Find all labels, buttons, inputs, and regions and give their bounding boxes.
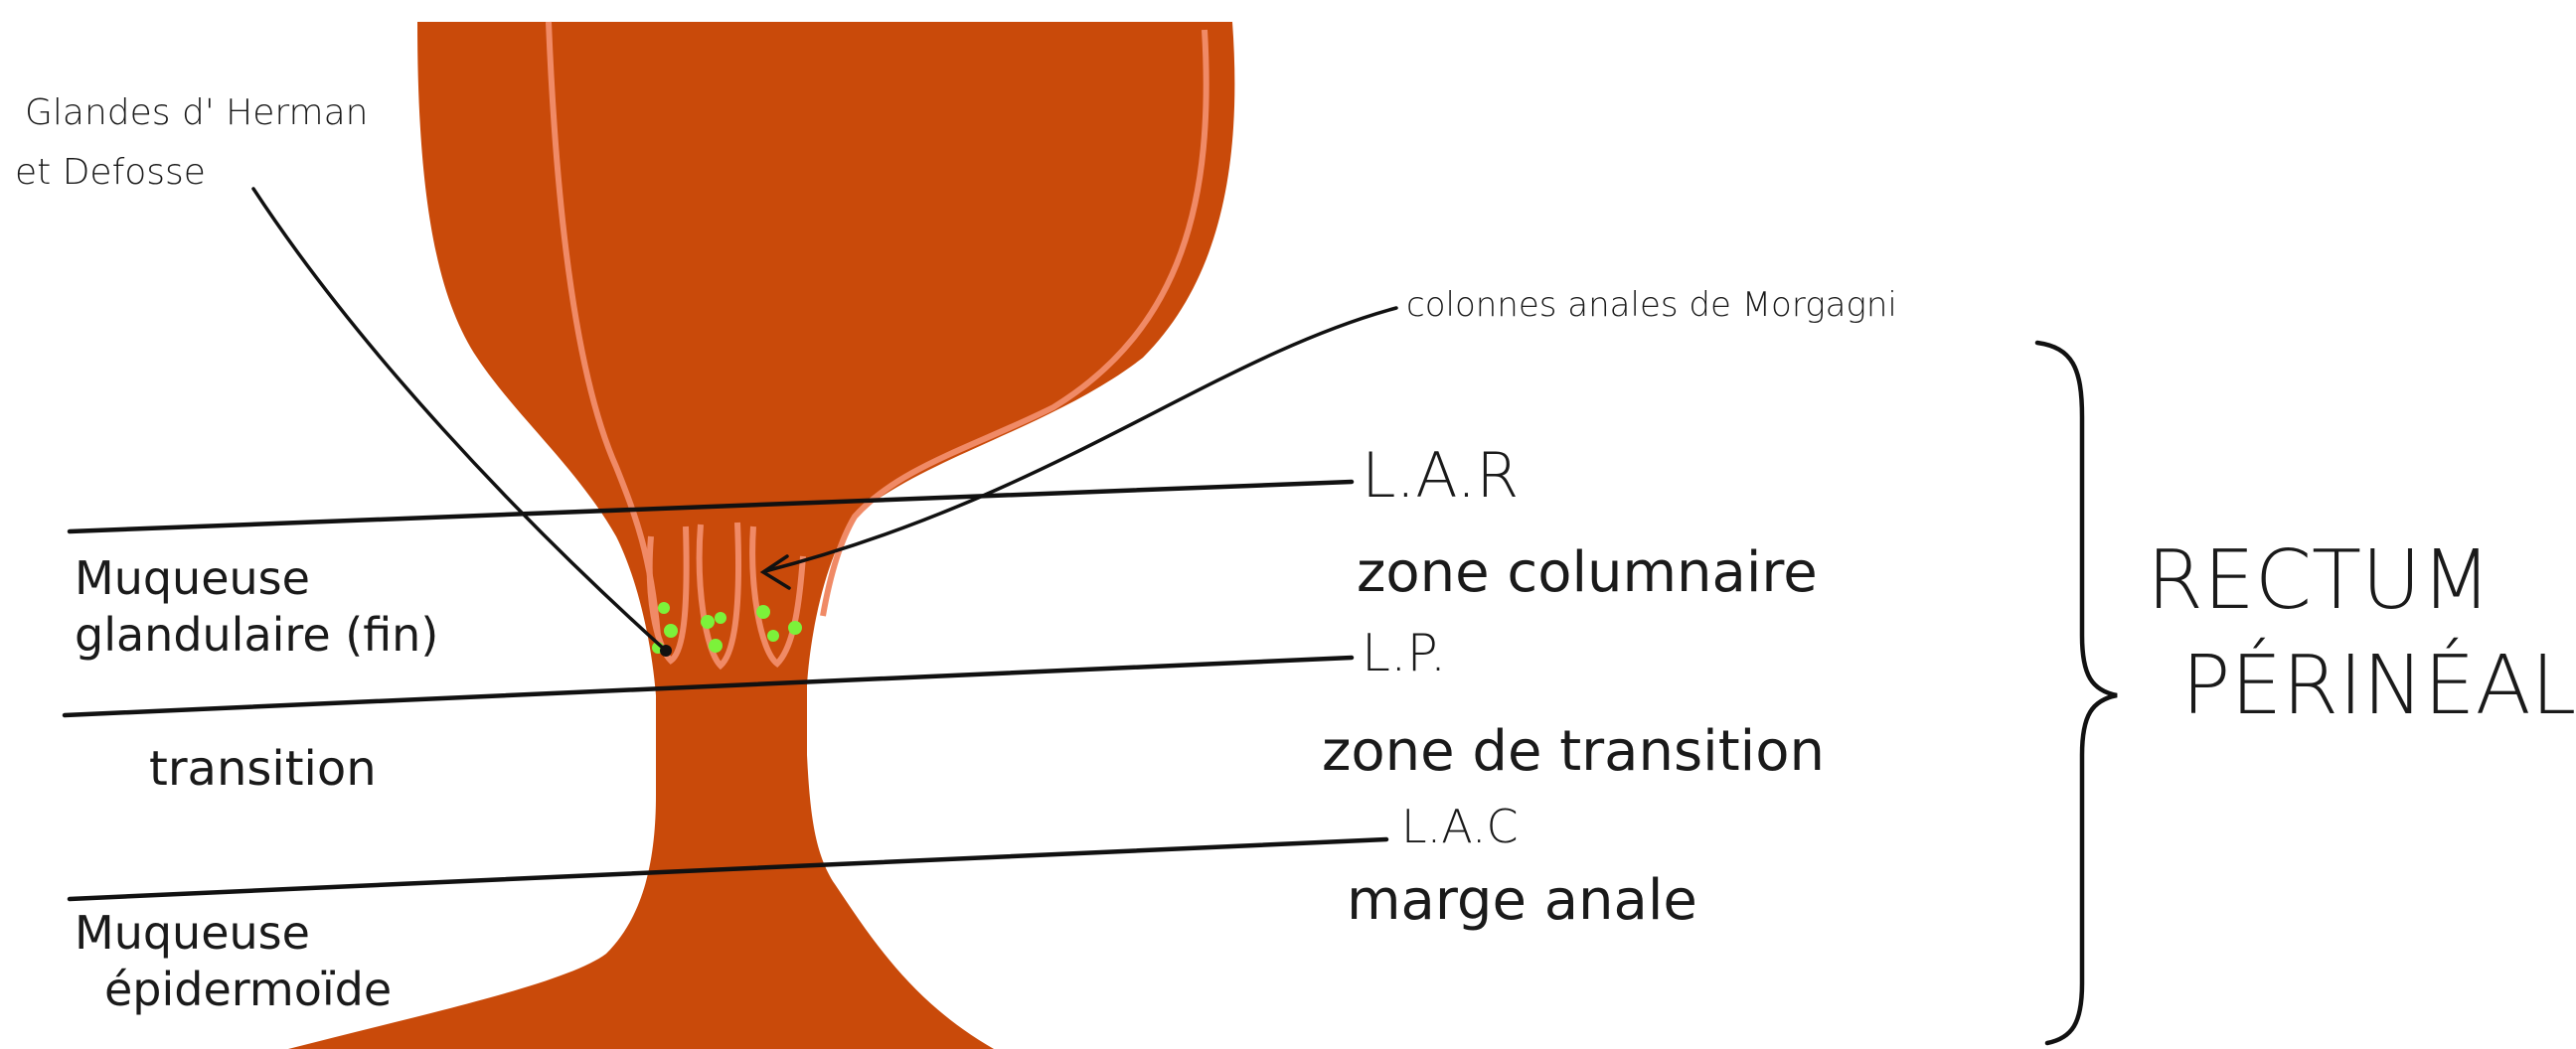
gland-dot (788, 621, 802, 635)
marge-label: marge anale (1347, 868, 1697, 933)
rectum-label-line2: PÉRINÉAL (2181, 638, 2576, 733)
mucosa-epidermoid-label-line1: Muqueuse (75, 906, 310, 960)
rectum-anal-canal-shape (288, 22, 1234, 1049)
rectum-label-line1: RECTUM (2147, 533, 2492, 628)
gland-dot (709, 639, 723, 653)
lar-label: L.A.R (1362, 439, 1519, 512)
gland-dot (715, 612, 726, 624)
columns-label: colonnes anales de Morgagni (1406, 285, 1897, 325)
gland-dot (701, 615, 715, 629)
mucosa-epidermoid-label-line2: épidermoïde (104, 963, 392, 1016)
glands-label-line2: et Defosse (15, 152, 206, 193)
mucosa-glandular-label-line2: glandulaire (fin) (75, 608, 438, 662)
lp-label: L.P. (1362, 624, 1446, 683)
glands-pointer-dot (660, 645, 672, 657)
gland-dot (756, 605, 770, 619)
glands-label-line1: Glandes d' Herman (25, 92, 369, 133)
transition-label: transition (149, 741, 377, 797)
zone-transition-label: zone de transition (1322, 719, 1825, 784)
gland-dot (767, 630, 779, 642)
rectum-brace (2037, 343, 2117, 1043)
zone-columnar-label: zone columnaire (1357, 540, 1818, 605)
mucosa-glandular-label-line1: Muqueuse (75, 551, 310, 605)
lac-label: L.A.C (1401, 800, 1519, 853)
gland-dot (664, 624, 678, 638)
gland-dot (658, 602, 670, 614)
